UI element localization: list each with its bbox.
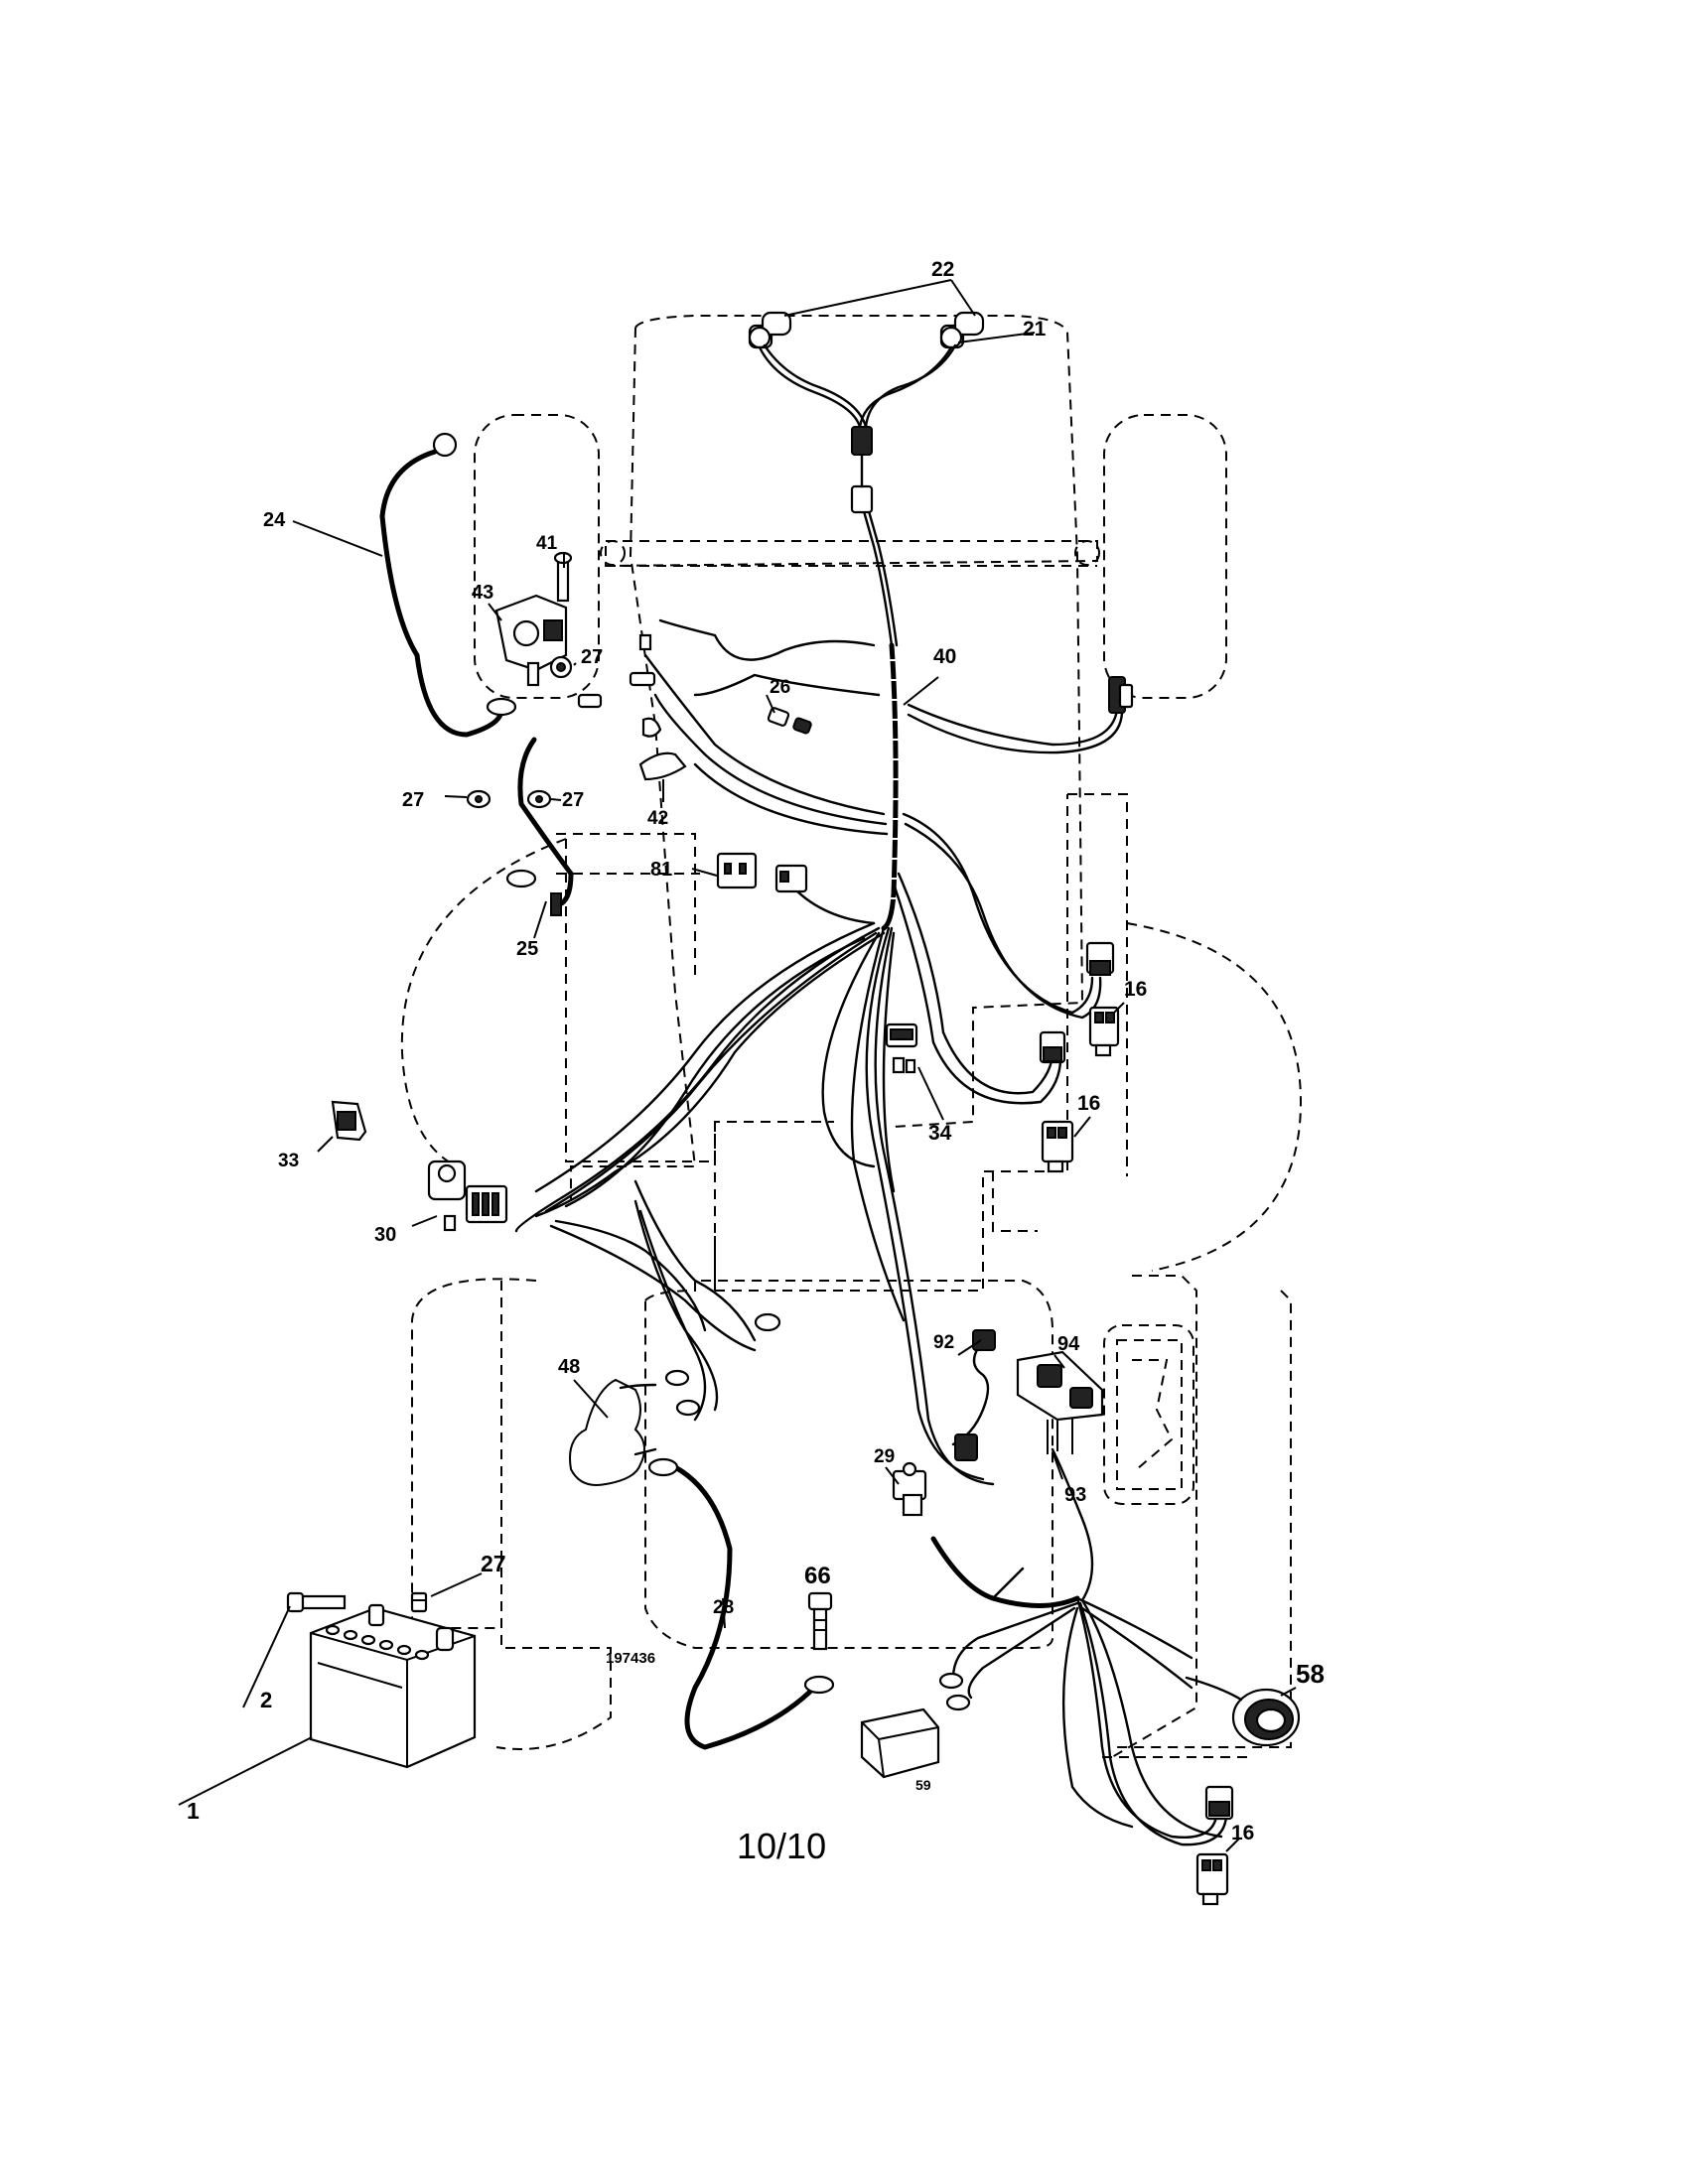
label-16-lower: 16 (1231, 1822, 1254, 1844)
terminal-fittings (577, 633, 662, 738)
clip-26 (767, 707, 812, 735)
label-94: 94 (1057, 1333, 1080, 1355)
relay-81 (716, 852, 808, 893)
label-16-middle: 16 (1077, 1092, 1100, 1115)
label-34: 34 (928, 1122, 952, 1145)
drawing-number: 197436 (606, 1650, 655, 1667)
screws-93 (1047, 1418, 1073, 1454)
battery (309, 1603, 477, 1769)
part-92 (951, 1329, 996, 1461)
pto-clutch (1185, 1676, 1301, 1747)
label-29: 29 (874, 1446, 895, 1467)
label-93: 93 (1064, 1484, 1086, 1506)
module-94 (1016, 1350, 1104, 1422)
ignition-switch (427, 1160, 508, 1232)
label-1: 1 (187, 1798, 200, 1824)
page-number: 10/10 (737, 1826, 826, 1866)
label-40: 40 (933, 645, 956, 668)
ring-terminals (664, 1312, 971, 1711)
bolt-2 (286, 1591, 347, 1613)
nut-27-left (466, 789, 491, 809)
starter-solenoid (494, 594, 568, 687)
part-48 (569, 1378, 657, 1486)
headlight-right (939, 311, 985, 349)
label-92: 92 (933, 1332, 954, 1353)
leader-lines (178, 279, 1297, 1852)
label-24: 24 (263, 509, 286, 531)
headlight-harness (758, 343, 957, 514)
label-16-upper: 16 (1124, 978, 1147, 1001)
battery-cable-28 (647, 1457, 835, 1750)
bolt-41 (553, 551, 573, 603)
interlock-switch-16-lower (1195, 1785, 1234, 1906)
nut-27-battery (410, 1591, 428, 1613)
label-41: 41 (536, 533, 558, 554)
label-25: 25 (516, 938, 538, 960)
label-58: 58 (1296, 1659, 1325, 1689)
label-48: 48 (558, 1356, 580, 1378)
callout-labels: 22 21 24 41 43 27 26 40 27 27 42 81 25 1… (187, 258, 1325, 1844)
label-28: 28 (713, 1597, 734, 1618)
label-27-right: 27 (562, 789, 584, 811)
label-43: 43 (472, 582, 493, 604)
label-42: 42 (647, 808, 668, 829)
switch-34 (885, 1023, 918, 1074)
nut-27-top (549, 655, 573, 679)
tractor-outline (400, 315, 1303, 1758)
label-2: 2 (260, 1688, 272, 1712)
interlock-switch-16-upper (1085, 941, 1120, 1057)
label-27-left: 27 (402, 789, 424, 811)
bolt-66 (807, 1591, 833, 1651)
nut-27-right (526, 789, 552, 809)
label-33: 33 (278, 1151, 299, 1171)
part-33 (331, 1100, 367, 1142)
label-27-battery: 27 (481, 1551, 506, 1576)
boot-42 (638, 751, 687, 781)
label-21: 21 (1023, 318, 1047, 341)
part-29 (892, 1461, 927, 1517)
label-59: 59 (915, 1777, 931, 1793)
label-26: 26 (770, 677, 790, 698)
label-30: 30 (374, 1224, 396, 1246)
label-66: 66 (804, 1563, 831, 1589)
label-81: 81 (650, 859, 672, 881)
headlight-left (748, 311, 792, 349)
interlock-switch-16-middle (1039, 1030, 1074, 1173)
part-59 (860, 1707, 940, 1779)
label-27-top: 27 (581, 646, 603, 668)
seat-switch-connector (1108, 676, 1134, 714)
battery-cable-24 (379, 432, 517, 738)
battery-cable-25 (505, 737, 574, 916)
label-22: 22 (931, 258, 954, 281)
